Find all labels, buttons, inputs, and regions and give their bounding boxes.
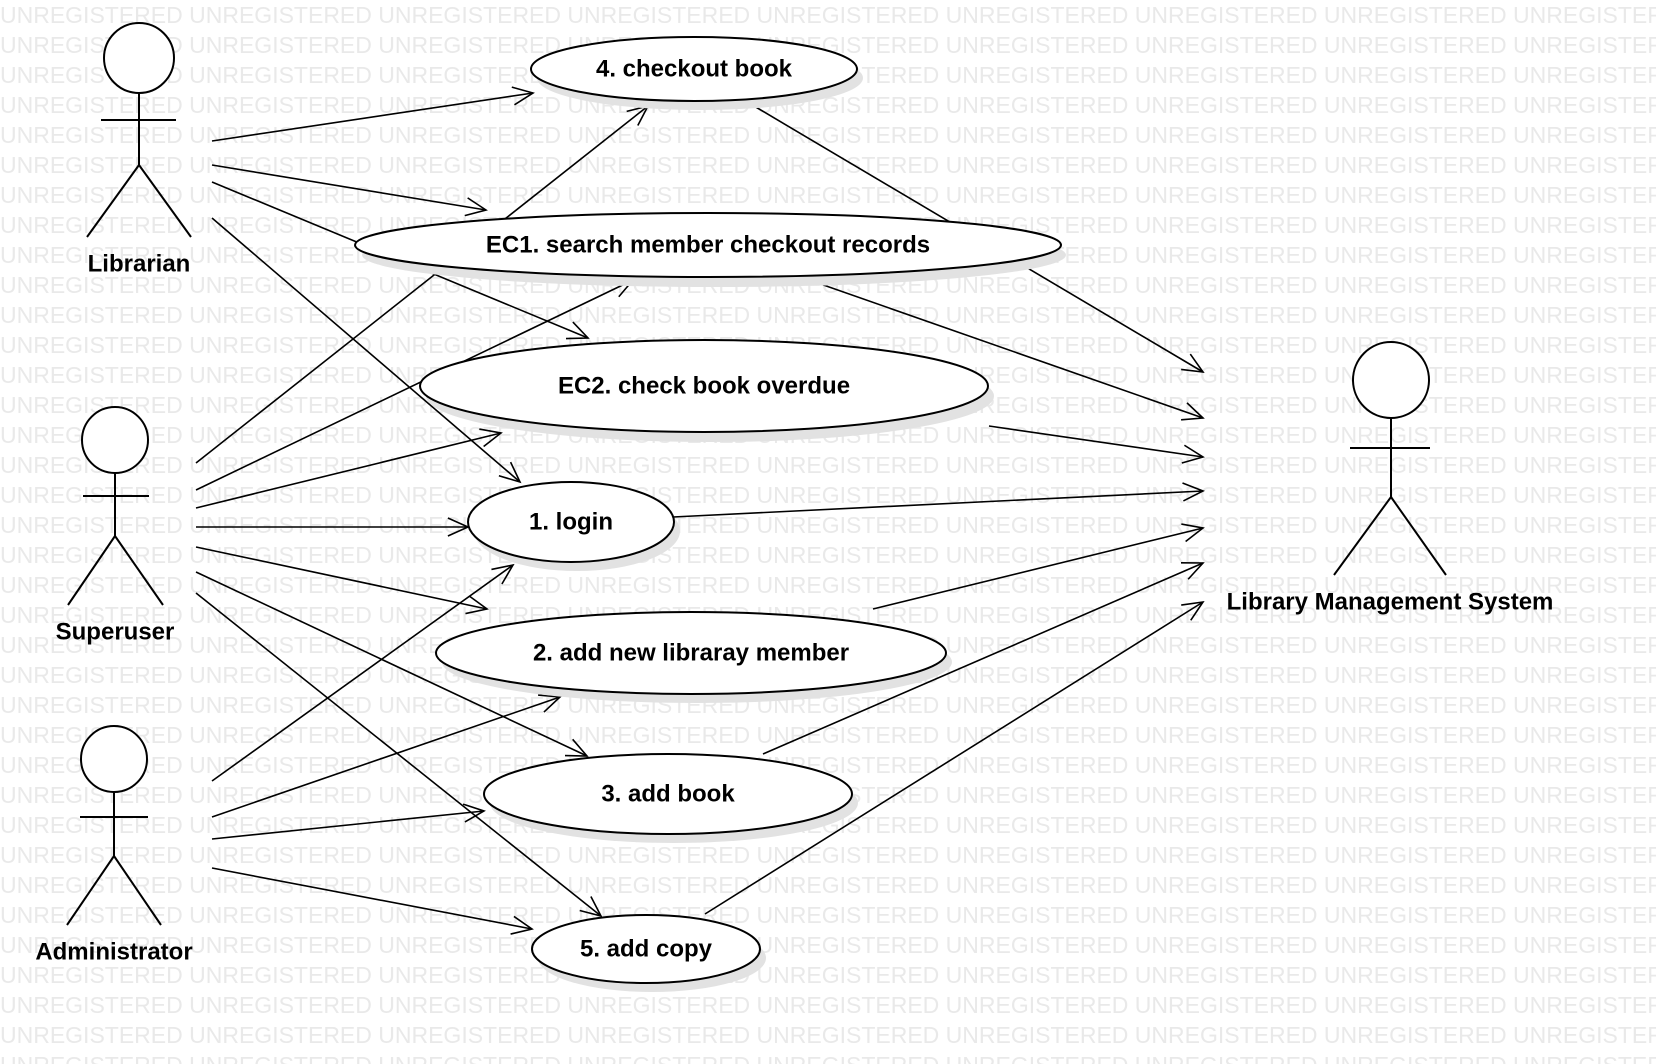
association-arrow-administrator-to-uc3[interactable] <box>211 803 486 840</box>
arrowhead-icon <box>1181 353 1205 373</box>
association-arrow-administrator-to-uc2[interactable] <box>211 694 562 818</box>
association-line <box>211 810 485 840</box>
use-case-label: 2. add new libraray member <box>533 640 849 667</box>
use-case-checkout-book[interactable]: 4. checkout book <box>530 36 863 110</box>
association-line <box>211 92 534 142</box>
association-arrow-administrator-to-uc5[interactable] <box>211 867 534 935</box>
association-line <box>195 105 649 464</box>
association-line <box>195 571 588 757</box>
use-case-login[interactable]: 1. login <box>467 481 680 571</box>
stick-figure-icon <box>1333 341 1447 576</box>
use-case-add-new-library-member[interactable]: 2. add new libraray member <box>435 611 952 703</box>
use-case-label: EC1. search member checkout records <box>486 232 930 259</box>
arrowhead-icon <box>564 738 589 757</box>
arrowhead-icon <box>465 595 489 615</box>
association-line <box>811 280 1204 419</box>
association-arrow-superuser-to-ec2[interactable] <box>195 428 503 509</box>
association-line <box>762 562 1204 755</box>
actor-label: Library Management System <box>1227 589 1554 616</box>
association-arrow-superuser-to-uc1[interactable] <box>196 517 470 537</box>
association-line <box>211 564 514 782</box>
use-case-search-member-checkout-records[interactable]: EC1. search member checkout records <box>354 212 1066 287</box>
association-arrow-uc1-to-system[interactable] <box>672 482 1205 518</box>
association-line <box>211 696 561 818</box>
arrowhead-icon <box>1181 402 1205 421</box>
arrowhead-icon <box>491 563 515 585</box>
actor-label: Administrator <box>35 939 192 966</box>
actor-library-management-system[interactable]: Library Management System <box>1227 341 1554 616</box>
arrowhead-icon <box>579 896 603 918</box>
arrowhead-icon <box>462 803 486 823</box>
association-line <box>211 217 521 483</box>
arrowhead-icon <box>511 86 535 106</box>
arrowhead-icon <box>538 694 562 713</box>
actor-librarian[interactable]: Librarian <box>86 22 192 278</box>
association-arrow-librarian-to-uc4[interactable] <box>211 86 535 142</box>
association-arrow-ec2-to-system[interactable] <box>988 425 1205 464</box>
arrowhead-icon <box>1181 523 1205 543</box>
use-case-add-copy[interactable]: 5. add copy <box>531 914 766 992</box>
arrowhead-icon <box>565 321 590 340</box>
stick-figure-icon <box>86 22 192 238</box>
arrowhead-icon <box>464 197 488 217</box>
arrowhead-icon <box>479 428 503 448</box>
association-line <box>195 546 488 610</box>
association-arrow-administrator-to-uc1[interactable] <box>211 563 515 782</box>
use-case-label: 5. add copy <box>580 936 713 963</box>
association-line <box>211 164 487 211</box>
association-line <box>195 279 634 491</box>
use-case-check-book-overdue[interactable]: EC2. check book overdue <box>419 339 994 442</box>
use-case-label: 4. checkout book <box>596 56 793 83</box>
arrowhead-icon <box>498 461 522 484</box>
associations-layer <box>195 86 1205 935</box>
use-case-add-book[interactable]: 3. add book <box>483 753 858 843</box>
stick-figure-icon <box>67 406 164 606</box>
association-line <box>211 867 533 930</box>
association-line <box>872 527 1204 610</box>
arrowhead-icon <box>1180 561 1205 580</box>
association-line <box>195 592 602 917</box>
association-arrow-uc2-to-system[interactable] <box>872 523 1205 610</box>
use-case-label: 3. add book <box>601 781 735 808</box>
actor-label: Superuser <box>56 619 175 646</box>
association-arrow-librarian-to-ec1[interactable] <box>211 164 488 217</box>
arrowhead-icon <box>510 915 534 935</box>
arrowhead-icon <box>1181 444 1205 464</box>
association-line <box>672 490 1204 518</box>
actor-superuser[interactable]: Superuser <box>56 406 175 646</box>
association-arrow-superuser-to-uc2[interactable] <box>195 546 489 615</box>
arrowhead-icon <box>1181 600 1205 621</box>
association-line <box>704 601 1204 915</box>
use-case-label: EC2. check book overdue <box>558 373 850 400</box>
association-arrow-superuser-to-uc5[interactable] <box>195 592 603 918</box>
association-line <box>195 432 502 509</box>
association-arrow-librarian-to-uc1[interactable] <box>211 217 522 484</box>
stick-figure-icon <box>66 725 162 926</box>
association-arrow-uc3-to-system[interactable] <box>762 561 1205 755</box>
actor-label: Librarian <box>88 251 191 278</box>
association-arrow-ec1-to-system[interactable] <box>811 280 1205 421</box>
actor-administrator[interactable]: Administrator <box>35 725 193 966</box>
use-case-label: 1. login <box>529 509 613 536</box>
arrowhead-icon <box>1182 482 1205 502</box>
association-arrow-superuser-to-uc3[interactable] <box>195 571 589 757</box>
association-line <box>988 425 1204 458</box>
association-arrow-uc5-to-system[interactable] <box>704 600 1205 915</box>
